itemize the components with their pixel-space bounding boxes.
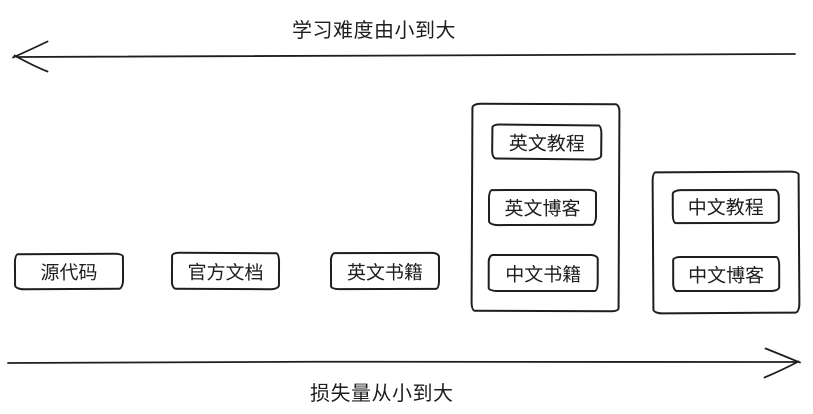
node-english-tutorials: 英文教程: [491, 123, 603, 161]
node-english-books-label: 英文书籍: [346, 262, 424, 284]
node-chinese-tutorials: 中文教程: [671, 188, 780, 225]
right-arrow-icon: [7, 347, 801, 379]
node-chinese-books: 中文书籍: [487, 253, 599, 293]
node-english-blogs-label: 英文博客: [504, 198, 581, 221]
node-official-docs-label: 官方文档: [187, 262, 264, 284]
node-source-code-label: 源代码: [40, 262, 98, 285]
node-english-blogs: 英文博客: [487, 188, 598, 227]
node-chinese-blogs: 中文博客: [672, 255, 781, 293]
node-chinese-blogs-label: 中文博客: [688, 265, 765, 287]
node-source-code: 源代码: [13, 252, 125, 291]
node-chinese-books-label: 中文书籍: [505, 264, 582, 286]
node-official-docs: 官方文档: [170, 251, 281, 291]
group-box-1: 英文教程 英文博客 中文书籍: [470, 102, 621, 313]
bottom-axis-label: 损失量从小到大: [310, 383, 454, 405]
top-axis-label: 学习难度由小到大: [292, 20, 456, 42]
left-arrow-icon: [12, 40, 796, 73]
node-chinese-tutorials-label: 中文教程: [687, 197, 764, 220]
node-english-tutorials-label: 英文教程: [508, 133, 585, 155]
group-box-2: 中文教程 中文博客: [651, 170, 801, 315]
node-english-books: 英文书籍: [329, 251, 441, 291]
